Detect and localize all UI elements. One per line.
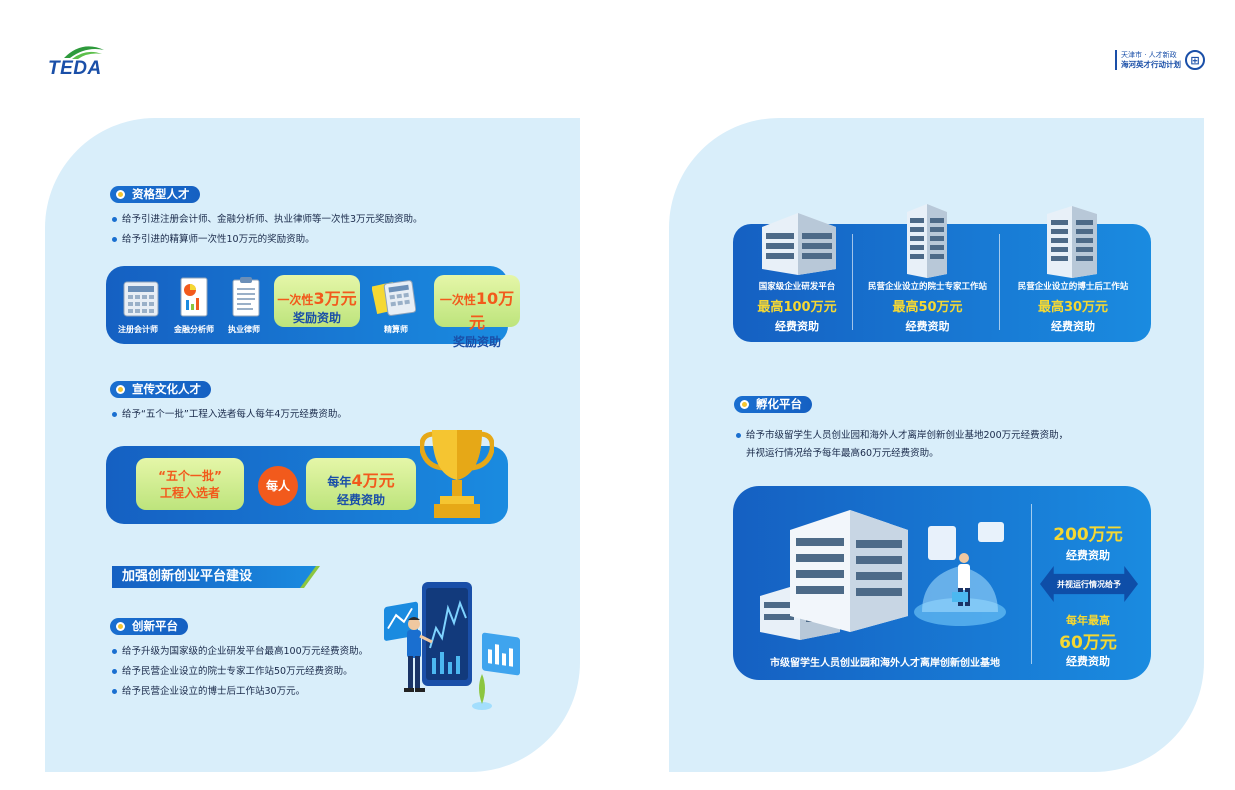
five-batch-line2: 工程入选者: [159, 486, 220, 500]
qualified-bullet-2: 给予引进的精算师一次性10万元的奖励资助。: [112, 233, 315, 247]
teda-leaf-icon: [64, 46, 104, 59]
box2-amount: 10万元: [468, 289, 515, 332]
platform-amount-rd: 100万元: [783, 300, 837, 315]
policy-logo: 天津市 · 人才新政 海河英才行动计划 ⊞: [1115, 50, 1205, 70]
platform-line2-academician: 经费资助: [905, 320, 950, 333]
emblem-icon: ⊞: [1185, 50, 1205, 70]
icon-label-actuary: 精算师: [384, 325, 408, 334]
box1-pre: 一次性: [277, 293, 314, 307]
reward-box-3w: 一次性3万元 奖励资助: [274, 275, 360, 327]
actuary-calculator-icon: [372, 280, 416, 316]
legal-document-icon: [232, 277, 260, 317]
incubator-amount2: 60万元: [1059, 633, 1117, 653]
tag-dot-icon: [116, 190, 125, 199]
analysis-report-icon: [180, 277, 208, 317]
tag-dot-icon: [116, 622, 125, 631]
box1-line2: 奖励资助: [292, 311, 341, 325]
section-banner-platform: 加强创新创业平台建设: [112, 566, 317, 588]
five-batch-line1: “五个一批”: [158, 469, 222, 483]
annual-line2: 经费资助: [336, 493, 385, 507]
policy-line1: 天津市 · 人才新政: [1121, 51, 1177, 59]
platform-line2-rd: 经费资助: [775, 320, 819, 333]
qualified-bullet-1: 给予引进注册会计师、金融分析师、执业律师等一次性3万元奖励资助。: [112, 213, 423, 227]
academician-building-icon: [907, 204, 947, 278]
trophy-icon: [420, 430, 494, 518]
policy-line2: 海河英才行动计划: [1121, 60, 1181, 69]
culture-bullet: 给予“五个一批”工程入选者每人每年4万元经费资助。: [112, 408, 347, 422]
tag-dot-icon: [116, 385, 125, 394]
incubator-divider: [1031, 504, 1032, 664]
incubator-bullet-cont: 并视运行情况给予每年最高60万元经费资助。: [746, 448, 939, 459]
annual-pre: 每年: [327, 475, 352, 489]
per-person-circle: 每人: [258, 466, 298, 506]
innovation-bullet-3: 给予民营企业设立的博士后工作站30万元。: [112, 685, 305, 699]
tag-qualified-talent: 资格型人才: [110, 186, 200, 203]
incubator-stat-60w: 每年最高 60万元 经费资助: [1040, 612, 1136, 669]
rd-building-icon: [762, 213, 836, 275]
incubator-base-illustration: [760, 510, 1006, 640]
platform-label-academician: 民营企业设立的院士专家工作站: [867, 282, 987, 292]
platform-stat-rd: 国家级企业研发平台 最高100万元 经费资助: [741, 280, 853, 334]
analyst-illustration: [384, 582, 520, 710]
innovation-bullet-2: 给予民营企业设立的院士专家工作站50万元经费资助。: [112, 665, 353, 679]
incubator-amount1-line2: 经费资助: [1066, 549, 1110, 562]
platform-amount-academician: 50万元: [918, 300, 963, 315]
annual-amount: 4万元: [351, 471, 395, 490]
incubator-stat-200w: 200万元 经费资助: [1040, 520, 1136, 563]
postdoc-building-icon: [1047, 206, 1097, 278]
platform-label-rd: 国家级企业研发平台: [758, 282, 836, 292]
tag-dot-icon: [740, 400, 749, 409]
platforms-divider-2: [999, 234, 1000, 330]
icon-label-lawyer: 执业律师: [228, 325, 260, 334]
platform-pre-academician: 最高: [892, 300, 919, 315]
box2-line2: 奖励资助: [452, 335, 501, 349]
icon-label-analyst: 金融分析师: [174, 325, 214, 334]
platform-label-postdoc: 民营企业设立的博士后工作站: [1017, 282, 1129, 292]
platform-amount-postdoc: 30万元: [1063, 300, 1109, 315]
annual-4w-box: 每年4万元 经费资助: [306, 458, 416, 510]
teda-logo: TEDA: [48, 44, 128, 80]
box2-pre: 一次性: [439, 293, 476, 307]
teda-wordmark: TEDA: [48, 58, 102, 79]
innovation-bullet-1: 给予升级为国家级的企业研发平台最高100万元经费资助。: [112, 645, 368, 659]
platforms-divider-1: [852, 234, 853, 330]
platform-pre-postdoc: 最高: [1037, 300, 1064, 315]
five-batch-box: “五个一批” 工程入选者: [136, 458, 244, 510]
tag-incubator-platform: 孵化平台: [734, 396, 812, 413]
reward-box-10w: 一次性10万元 奖励资助: [434, 275, 520, 349]
tag-innovation-platform: 创新平台: [110, 618, 188, 635]
platform-line2-postdoc: 经费资助: [1051, 320, 1095, 333]
incubator-amount2-pre: 每年最高: [1066, 614, 1110, 627]
incubator-bullet: 给予市级留学生人员创业园和海外人才离岸创新创业基地200万元经费资助，: [736, 429, 1068, 443]
platform-stat-academician: 民营企业设立的院士专家工作站 最高50万元 经费资助: [856, 280, 999, 334]
qualified-panel: 注册会计师 金融分析师 执业律师 一次性3万元 奖励资助 精算师 一次性10万元…: [106, 266, 520, 349]
incubator-base-label: 市级留学生人员创业园和海外人才离岸创新创业基地: [770, 658, 1000, 669]
arrow-text: 并视运行情况给予: [1057, 580, 1121, 589]
platform-stat-postdoc: 民营企业设立的博士后工作站 最高30万元 经费资助: [1003, 280, 1143, 334]
culture-panel: “五个一批” 工程入选者 每人 每年4万元 经费资助: [106, 446, 508, 524]
icon-label-accountant: 注册会计师: [118, 325, 158, 334]
platform-pre-rd: 最高: [757, 300, 784, 315]
tag-culture-talent: 宣传文化人才: [110, 381, 211, 398]
calculator-icon: [123, 281, 159, 317]
incubator-amount1: 200万元: [1053, 525, 1123, 545]
incubator-amount2-line2: 经费资助: [1066, 655, 1110, 668]
box1-amount: 3万元: [313, 289, 357, 308]
